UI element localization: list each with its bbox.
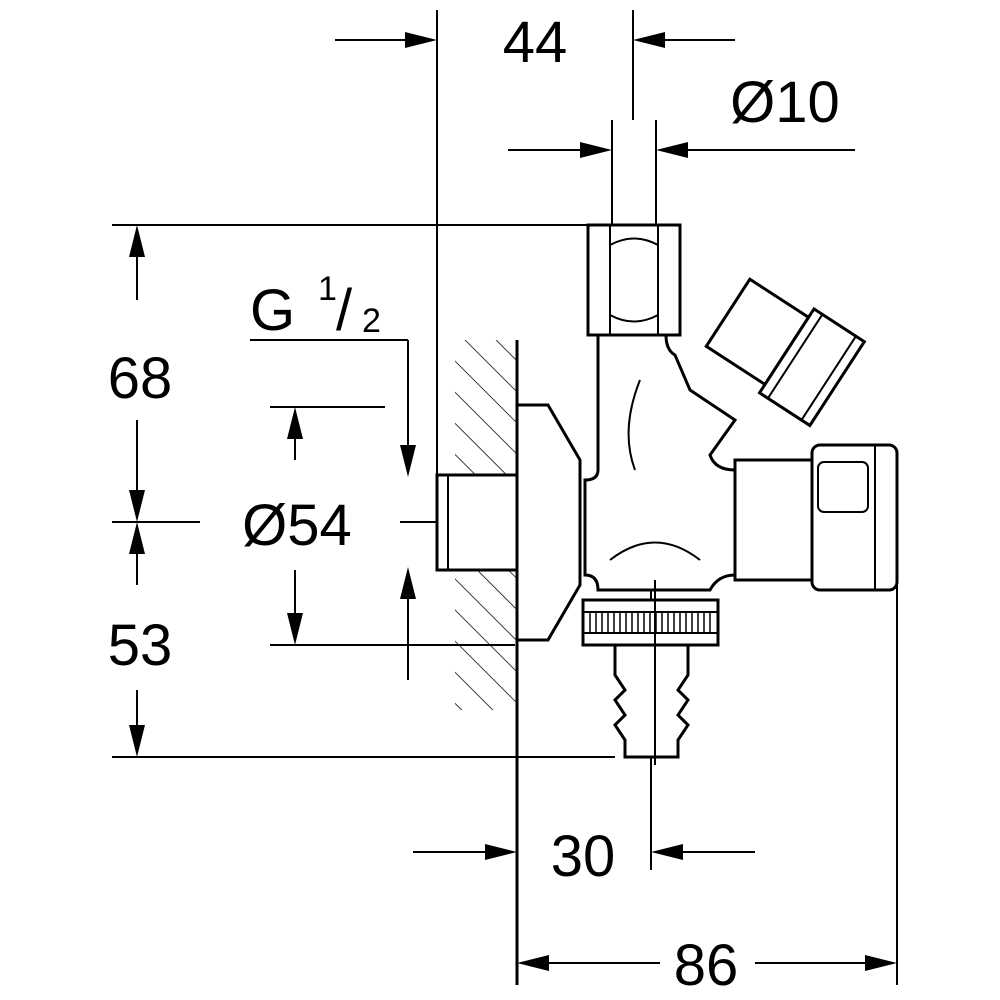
- extension-lines: [112, 10, 898, 985]
- dim-68-label: 68: [108, 346, 173, 411]
- thread-denominator: 2: [362, 302, 381, 340]
- dimension-arrows: [129, 32, 897, 971]
- thread-slash: /: [336, 278, 353, 343]
- dim-86-label: 86: [674, 933, 739, 998]
- dim-53-label: 53: [108, 613, 173, 678]
- thread-numerator: 1: [318, 270, 337, 308]
- dim-diameter-10-label: Ø10: [730, 70, 840, 135]
- wall-hatching: [455, 340, 519, 985]
- dim-diameter-54-label: Ø54: [242, 493, 352, 558]
- dim-30-label: 30: [551, 824, 616, 889]
- dim-44-label: 44: [503, 10, 568, 75]
- thread-g-label: G: [250, 278, 295, 343]
- valve-body: [435, 223, 899, 765]
